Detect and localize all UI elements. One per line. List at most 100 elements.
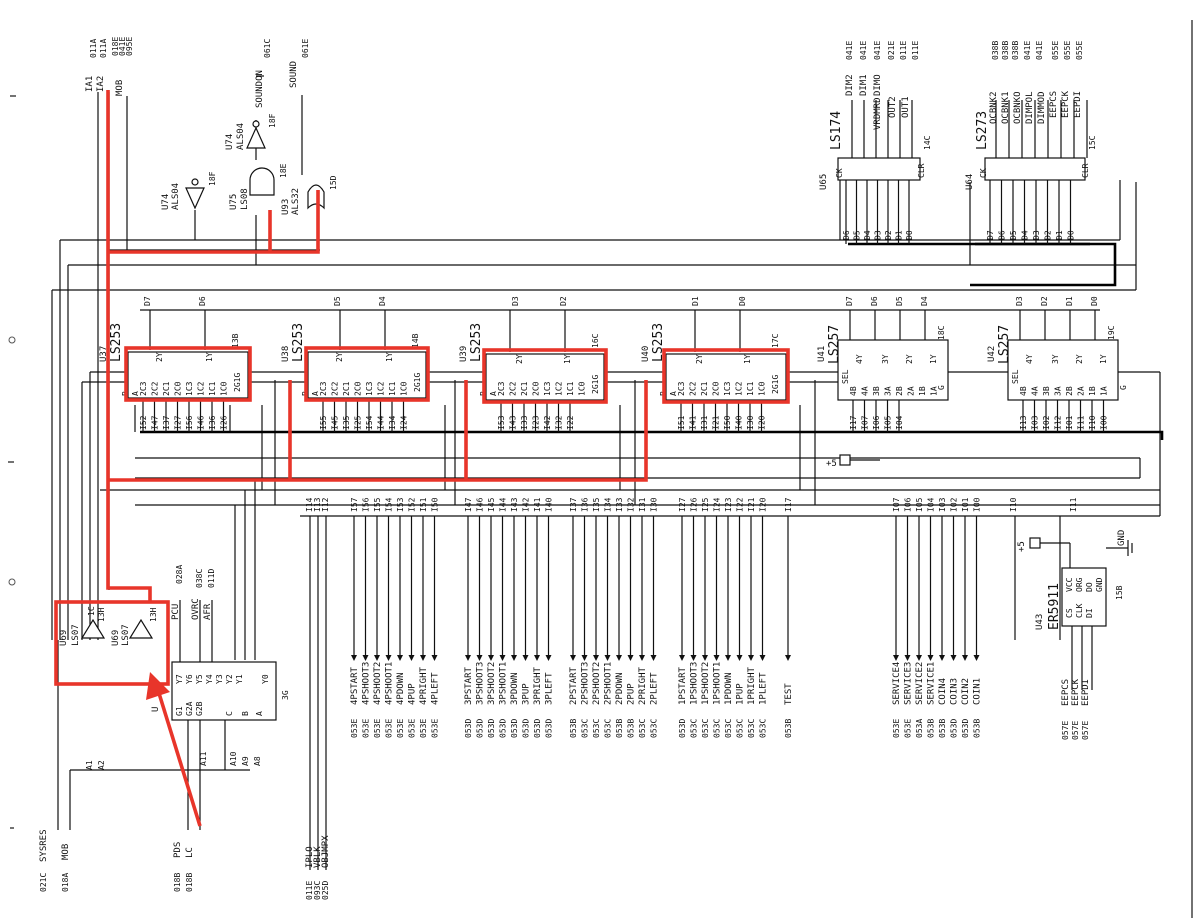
input-arrow-icon <box>522 655 529 661</box>
input-group-p1: 1PSTART053DI271PSHOOT3053CI261PSHOOT2053… <box>678 497 769 738</box>
dec-ref: U <box>151 707 161 712</box>
u41-data-pin: D6 <box>870 296 879 306</box>
input-arrow-icon <box>534 655 540 661</box>
dec-out: Y0 <box>261 674 270 684</box>
input-wire-label: I05 <box>915 497 924 512</box>
u38-input-pin: 2C0 <box>354 381 363 396</box>
input-signal-label: 4PDOWN <box>396 672 406 705</box>
u65-bus-pin: D6 <box>842 230 851 240</box>
input-signal-ref: 053E <box>431 719 440 738</box>
input-signal-label: 3PUP <box>522 683 532 705</box>
u37-wire-label: I56 <box>185 415 194 430</box>
u39-wire-label: I42 <box>543 415 552 430</box>
u40-input-pin: 1C1 <box>746 381 755 396</box>
input-arrow-icon <box>499 655 506 661</box>
u65-ref: 011E <box>899 41 908 60</box>
input-arrow-icon <box>431 655 438 661</box>
dec-out: Y6 <box>185 674 194 684</box>
u42-enable: G <box>1119 385 1128 390</box>
u93-loc: 15D <box>329 175 338 190</box>
input-wire-label: I17 <box>784 497 793 512</box>
input-signal-ref: 053C <box>701 719 710 738</box>
u64-ref: 055E <box>1051 41 1060 60</box>
u42-ref: U42 <box>987 346 997 362</box>
input-signal-label: 1PRIGHT <box>747 666 757 705</box>
u69-gate-b-loc: 13H <box>149 607 158 622</box>
misc-wire: I14 <box>305 497 314 512</box>
u64-bus-pin: D6 <box>998 230 1007 240</box>
input-signal-ref: 053A <box>915 719 924 738</box>
u40-enable: 2G1G <box>771 375 780 394</box>
input-arrow-icon <box>904 655 911 661</box>
u64-sig: EEPDI <box>1073 91 1083 118</box>
input-signal-label: 2PSHOOT1 <box>604 662 614 705</box>
input-arrow-icon <box>476 655 483 661</box>
highlight-u39 <box>482 348 608 404</box>
dec-in: A <box>255 711 264 716</box>
u69-type-2: LS07 <box>121 624 131 646</box>
u40-wire-label: I30 <box>746 415 755 430</box>
input-wire-label: I57 <box>350 497 359 512</box>
input-signal-ref: 053E <box>408 719 417 738</box>
u40-input-pin: 2C2 <box>689 381 698 396</box>
input-wire-label: I47 <box>464 497 473 512</box>
input-signal-label: COIN1 <box>973 678 983 705</box>
mob-label: MOB <box>115 80 125 96</box>
u38-d5: D5 <box>333 296 342 306</box>
highlight-arrowhead <box>146 672 170 700</box>
u42-input-pin: 4B <box>1019 386 1028 396</box>
input-signal-label: SERVICE4 <box>892 662 902 705</box>
u65-sig: DIMO <box>873 74 883 96</box>
u43-ref: U43 <box>1035 614 1045 630</box>
net-a2: A2 <box>97 760 106 770</box>
input-signal-label: 1PUP <box>736 683 746 705</box>
soundon-ref: 061C <box>263 39 272 58</box>
u41-ref: U41 <box>817 346 827 362</box>
u38-ref: U38 <box>281 346 291 362</box>
u42-out: 3Y <box>1051 354 1060 364</box>
highlight-u38 <box>304 346 430 402</box>
u40-wire-label: I20 <box>758 415 767 430</box>
input-signal-ref: 053E <box>373 719 382 738</box>
u42-loc: 19C <box>1107 325 1116 340</box>
u39-input-pin: 2C0 <box>532 381 541 396</box>
input-arrow-icon <box>488 655 494 661</box>
input-signal-label: 2PUP <box>627 683 637 705</box>
input-arrow-icon <box>420 655 426 661</box>
input-signal-label: 3PDOWN <box>510 672 520 705</box>
u64-ref: 055E <box>1063 41 1072 60</box>
u40-wire-label: I51 <box>677 415 686 430</box>
net-a8: A8 <box>253 756 262 766</box>
u37-wire-label: I47 <box>151 415 160 430</box>
input-wire-label: I02 <box>950 497 959 512</box>
input-arrow-icon <box>385 655 392 661</box>
input-signal-ref: 053D <box>533 719 542 738</box>
u42-input-pin: 2B <box>1065 386 1074 396</box>
input-wire-label: I26 <box>690 497 699 512</box>
input-signal-ref: 053C <box>592 719 601 738</box>
u65-clr: CLR <box>917 163 926 178</box>
highlight-trace-gate <box>108 190 320 254</box>
input-signal-ref: 053C <box>638 719 647 738</box>
u38-loc: 14B <box>411 333 420 348</box>
input-signal-ref: 053B <box>784 719 793 738</box>
power-terminal <box>839 454 851 466</box>
u41-wire-label: I04 <box>895 415 904 430</box>
u64-signal-labels: OCBNK2 OCBNK1 OCBNKO DIMPOL DIMMOD EEPCS… <box>989 41 1084 124</box>
u40-input-pin: 1C3 <box>723 381 732 396</box>
u42-ls257: U42 LS257 19C SEL 4Y 3Y 2Y 1Y G <box>987 325 1128 401</box>
u64-ref: 041E <box>1023 41 1032 60</box>
u40-ls253: U40 LS253 17C 2Y 1Y 2G1G D1 D0 <box>641 296 787 401</box>
u64-bus-pin: D3 <box>1032 230 1041 240</box>
u41-sel: SEL <box>841 369 850 384</box>
u41-loc: 18C <box>937 325 946 340</box>
input-signal-label: SERVICE2 <box>915 662 925 705</box>
plus5-u41: +5 <box>826 454 880 469</box>
u75-loc: 18E <box>279 163 288 178</box>
input-arrow-icon <box>397 655 403 661</box>
u37-input-pin: 1C2 <box>197 381 206 396</box>
u64-sig: DIMMOD <box>1037 91 1047 124</box>
